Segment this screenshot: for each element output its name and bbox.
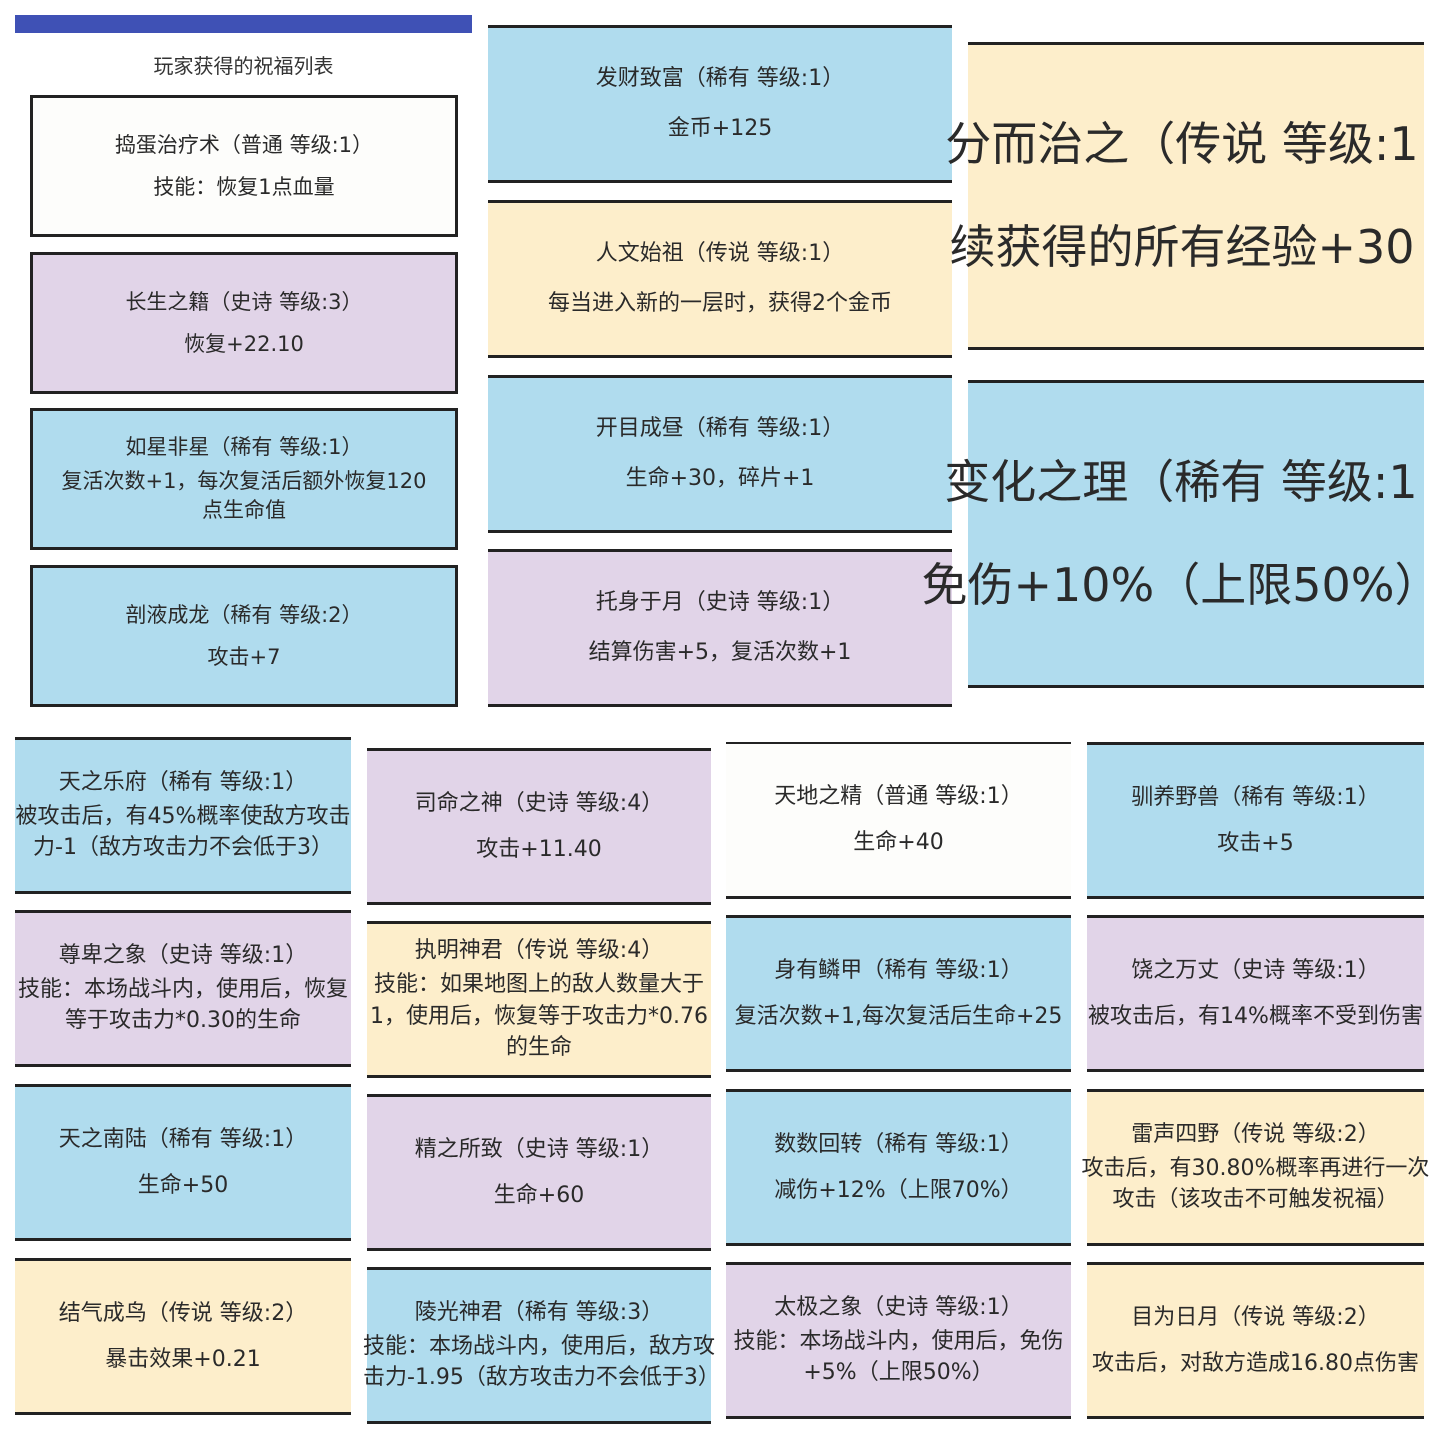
blessing-title: 天之乐府（稀有 等级:1） bbox=[58, 769, 308, 795]
blessing-card[interactable]: 发财致富（稀有 等级:1） 金币+125 bbox=[488, 25, 952, 183]
blessing-card[interactable]: 托身于月（史诗 等级:1） 结算伤害+5，复活次数+1 bbox=[488, 549, 952, 707]
blessing-card[interactable]: 捣蛋治疗术（普通 等级:1） 技能：恢复1点血量 bbox=[30, 95, 458, 237]
blessing-title: 饶之万丈（史诗 等级:1） bbox=[1131, 957, 1380, 983]
blessing-effect: 暴击效果+0.21 bbox=[105, 1346, 261, 1372]
blessing-title: 身有鳞甲（稀有 等级:1） bbox=[774, 957, 1023, 983]
blessing-effect: 结算伤害+5，复活次数+1 bbox=[588, 640, 852, 665]
blessing-card[interactable]: 陵光神君（稀有 等级:3） 技能：本场战斗内，使用后，敌方攻击力-1.95（敌方… bbox=[363, 1267, 720, 1424]
blessing-effect: 续获得的所有经验+30 bbox=[949, 220, 1415, 274]
blessing-card[interactable]: 长生之籍（史诗 等级:3） 恢复+22.10 bbox=[30, 252, 458, 394]
blessing-card[interactable]: 雷声四野（传说 等级:2） 攻击后，有30.80%概率再进行一次攻击（该攻击不可… bbox=[1082, 1089, 1429, 1246]
blessing-effect: 技能：如果地图上的敌人数量大于1，使用后，恢复等于攻击力*0.76的生命 bbox=[370, 971, 708, 1061]
blessing-effect: 复活次数+1,每次复活后生命+25 bbox=[734, 1003, 1063, 1029]
blessing-title: 托身于月（史诗 等级:1） bbox=[595, 590, 845, 616]
blessing-effect: 攻击+7 bbox=[207, 645, 281, 669]
blessing-title: 精之所致（史诗 等级:1） bbox=[414, 1136, 664, 1162]
blessing-title: 分而治之（传说 等级:1 bbox=[945, 117, 1419, 172]
blessing-effect: 生命+30，碎片+1 bbox=[625, 466, 815, 491]
blessing-title: 变化之理（稀有 等级:1 bbox=[944, 455, 1418, 510]
blessing-card[interactable]: 精之所致（史诗 等级:1） 生命+60 bbox=[367, 1094, 711, 1251]
blessing-card[interactable]: 数数回转（稀有 等级:1） 减伤+12%（上限70%） bbox=[726, 1089, 1071, 1246]
blessing-title: 长生之籍（史诗 等级:3） bbox=[125, 289, 363, 314]
blessing-card[interactable]: 饶之万丈（史诗 等级:1） 被攻击后，有14%概率不受到伤害 bbox=[1087, 915, 1424, 1072]
blessing-effect: 被攻击后，有45%概率使敌方攻击力-1（敌方攻击力不会低于3） bbox=[15, 803, 351, 861]
blessing-effect: 减伤+12%（上限70%） bbox=[774, 1177, 1023, 1203]
blessing-effect: 每当进入新的一层时，获得2个金币 bbox=[548, 291, 892, 316]
blessing-effect: 生命+50 bbox=[137, 1172, 229, 1198]
blessing-effect: 攻击后，对敌方造成16.80点伤害 bbox=[1092, 1350, 1419, 1376]
blessing-title: 执明神君（传说 等级:4） bbox=[414, 937, 664, 963]
blessing-effect: 恢复+22.10 bbox=[184, 332, 304, 356]
blessing-card[interactable]: 目为日月（传说 等级:2） 攻击后，对敌方造成16.80点伤害 bbox=[1087, 1262, 1424, 1419]
blessing-card[interactable]: 司命之神（史诗 等级:4） 攻击+11.40 bbox=[367, 748, 711, 905]
blessing-card[interactable]: 人文始祖（传说 等级:1） 每当进入新的一层时，获得2个金币 bbox=[488, 200, 952, 358]
blessing-effect: 免伤+10%（上限50%） bbox=[921, 558, 1441, 612]
blessing-effect: 技能：本场战斗内，使用后，敌方攻击力-1.95（敌方攻击力不会低于3） bbox=[363, 1333, 720, 1391]
blessing-card[interactable]: 执明神君（传说 等级:4） 技能：如果地图上的敌人数量大于1，使用后，恢复等于攻… bbox=[367, 921, 711, 1078]
blessing-effect: 攻击+5 bbox=[1217, 830, 1294, 856]
blessing-card[interactable]: 太极之象（史诗 等级:1） 技能：本场战斗内，使用后，免伤+5%（上限50%） bbox=[726, 1262, 1071, 1419]
blessing-card[interactable]: 天之南陆（稀有 等级:1） 生命+50 bbox=[15, 1084, 351, 1241]
blessing-effect: 被攻击后，有14%概率不受到伤害 bbox=[1088, 1003, 1423, 1029]
blessing-title: 驯养野兽（稀有 等级:1） bbox=[1131, 784, 1380, 810]
blessing-title: 目为日月（传说 等级:2） bbox=[1131, 1304, 1380, 1330]
blessing-effect: 生命+60 bbox=[493, 1182, 585, 1208]
blessing-effect: 技能：本场战斗内，使用后，恢复等于攻击力*0.30的生命 bbox=[17, 976, 348, 1034]
blessing-effect: 攻击后，有30.80%概率再进行一次攻击（该攻击不可触发祝福） bbox=[1081, 1155, 1430, 1213]
blessing-title: 尊卑之象（史诗 等级:1） bbox=[58, 942, 308, 968]
blessing-card[interactable]: 剖液成龙（稀有 等级:2） 攻击+7 bbox=[30, 565, 458, 707]
blessing-title: 天之南陆（稀有 等级:1） bbox=[58, 1126, 308, 1152]
blessing-card[interactable]: 天之乐府（稀有 等级:1） 被攻击后，有45%概率使敌方攻击力-1（敌方攻击力不… bbox=[15, 737, 351, 894]
blessing-effect: 技能：恢复1点血量 bbox=[153, 175, 335, 199]
blessing-title: 发财致富（稀有 等级:1） bbox=[595, 66, 845, 92]
blessing-title: 雷声四野（传说 等级:2） bbox=[1131, 1121, 1380, 1147]
page-title: 玩家获得的祝福列表 bbox=[153, 54, 334, 78]
blessing-card[interactable]: 驯养野兽（稀有 等级:1） 攻击+5 bbox=[1087, 742, 1424, 899]
blessing-effect: 复活次数+1，每次复活后额外恢复120点生命值 bbox=[61, 468, 427, 523]
top-app-bar bbox=[15, 15, 472, 33]
blessing-card-zoomed[interactable]: 变化之理（稀有 等级:1 免伤+10%（上限50%） bbox=[921, 380, 1441, 688]
blessing-card-zoomed[interactable]: 分而治之（传说 等级:1 续获得的所有经验+30 bbox=[945, 42, 1424, 350]
blessing-effect: 技能：本场战斗内，使用后，免伤+5%（上限50%） bbox=[733, 1328, 1064, 1386]
blessing-card[interactable]: 开目成昼（稀有 等级:1） 生命+30，碎片+1 bbox=[488, 375, 952, 533]
blessing-card[interactable]: 如星非星（稀有 等级:1） 复活次数+1，每次复活后额外恢复120点生命值 bbox=[30, 408, 458, 550]
blessing-title: 结气成鸟（传说 等级:2） bbox=[58, 1300, 308, 1326]
blessing-title: 司命之神（史诗 等级:4） bbox=[414, 790, 664, 816]
blessing-title: 天地之精（普通 等级:1） bbox=[774, 784, 1023, 810]
blessing-effect: 金币+125 bbox=[667, 116, 773, 141]
blessing-effect: 生命+40 bbox=[853, 830, 944, 855]
blessing-title: 开目成昼（稀有 等级:1） bbox=[595, 416, 845, 442]
blessing-card[interactable]: 身有鳞甲（稀有 等级:1） 复活次数+1,每次复活后生命+25 bbox=[726, 915, 1071, 1072]
blessing-title: 太极之象（史诗 等级:1） bbox=[774, 1294, 1023, 1320]
blessing-title: 捣蛋治疗术（普通 等级:1） bbox=[114, 132, 374, 157]
blessing-card[interactable]: 尊卑之象（史诗 等级:1） 技能：本场战斗内，使用后，恢复等于攻击力*0.30的… bbox=[15, 910, 351, 1067]
blessing-card[interactable]: 结气成鸟（传说 等级:2） 暴击效果+0.21 bbox=[15, 1258, 351, 1415]
blessing-title: 数数回转（稀有 等级:1） bbox=[774, 1131, 1023, 1157]
blessing-effect: 攻击+11.40 bbox=[476, 836, 602, 862]
blessing-title: 人文始祖（传说 等级:1） bbox=[595, 241, 845, 267]
blessing-title: 陵光神君（稀有 等级:3） bbox=[414, 1299, 664, 1325]
blessing-card[interactable]: 天地之精（普通 等级:1） 生命+40 bbox=[726, 742, 1071, 899]
blessing-title: 剖液成龙（稀有 等级:2） bbox=[125, 602, 363, 627]
blessing-title: 如星非星（稀有 等级:1） bbox=[125, 435, 363, 460]
